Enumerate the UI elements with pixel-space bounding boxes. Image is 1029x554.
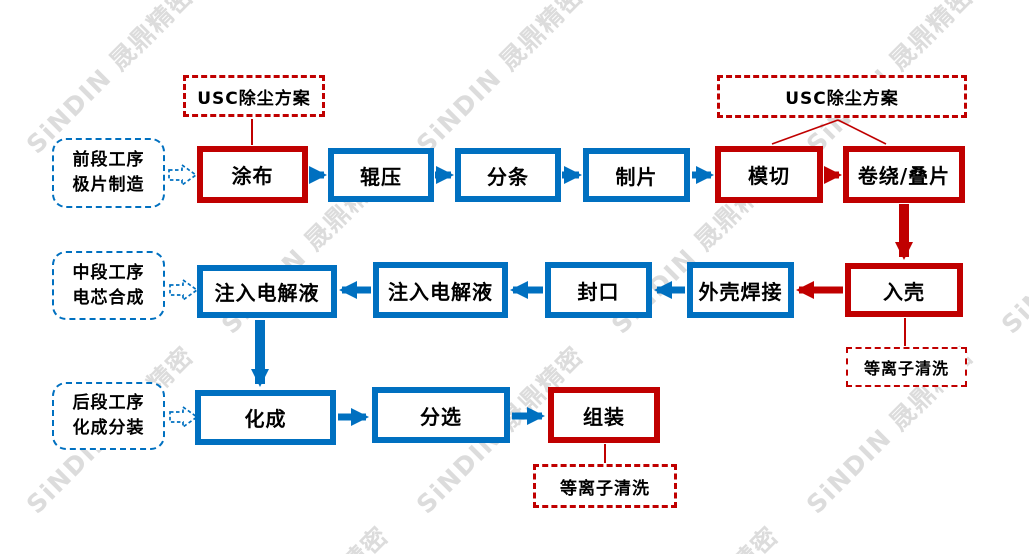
stage-label-line2: 极片制造 — [72, 175, 145, 195]
stage-label-line1: 后段工序 — [72, 393, 145, 414]
callout-plasma-cleaning-bottom: 等离子清洗 — [533, 464, 677, 508]
line-usc2-to-diecut — [771, 119, 839, 145]
stage-box-front-section: 前段工序 极片制造 — [52, 138, 165, 208]
process-box-slitting: 分条 — [455, 148, 561, 202]
dashed-arrow-stage-middle — [169, 278, 199, 302]
callout-plasma-cleaning-right: 等离子清洗 — [846, 347, 967, 387]
stage-box-rear-section: 后段工序 化成分装 — [52, 382, 165, 450]
dashed-arrow-stage-front — [168, 163, 198, 187]
process-box-sealing: 封口 — [545, 262, 652, 318]
stage-label-line1: 中段工序 — [72, 262, 145, 283]
process-box-die-cutting: 模切 — [715, 146, 823, 203]
callout-usc-dust-removal-left: USC除尘方案 — [183, 75, 325, 117]
process-box-coating: 涂布 — [197, 146, 308, 203]
process-box-electrolyte-injection-2: 注入电解液 — [373, 262, 508, 318]
process-box-case-welding: 外壳焊接 — [687, 262, 794, 318]
process-box-assembly: 组装 — [548, 387, 660, 443]
stage-label-line2: 电芯合成 — [72, 287, 145, 308]
process-box-case-insertion: 入壳 — [845, 263, 963, 317]
process-box-calendering: 辊压 — [328, 148, 434, 202]
process-box-formation: 化成 — [195, 390, 336, 445]
dashed-arrow-stage-rear — [169, 405, 199, 429]
stage-label-line1: 前段工序 — [72, 150, 145, 171]
process-box-electrolyte-injection-1: 注入电解液 — [197, 265, 337, 318]
process-box-winding-stacking: 卷绕/叠片 — [843, 146, 965, 203]
stage-label-line2: 化成分装 — [72, 418, 145, 438]
line-usc2-to-winding — [837, 119, 887, 145]
process-box-sheet-making: 制片 — [583, 148, 690, 202]
callout-usc-dust-removal-right: USC除尘方案 — [717, 75, 967, 118]
process-box-sorting: 分选 — [372, 387, 510, 443]
stage-box-middle-section: 中段工序 电芯合成 — [52, 251, 165, 320]
